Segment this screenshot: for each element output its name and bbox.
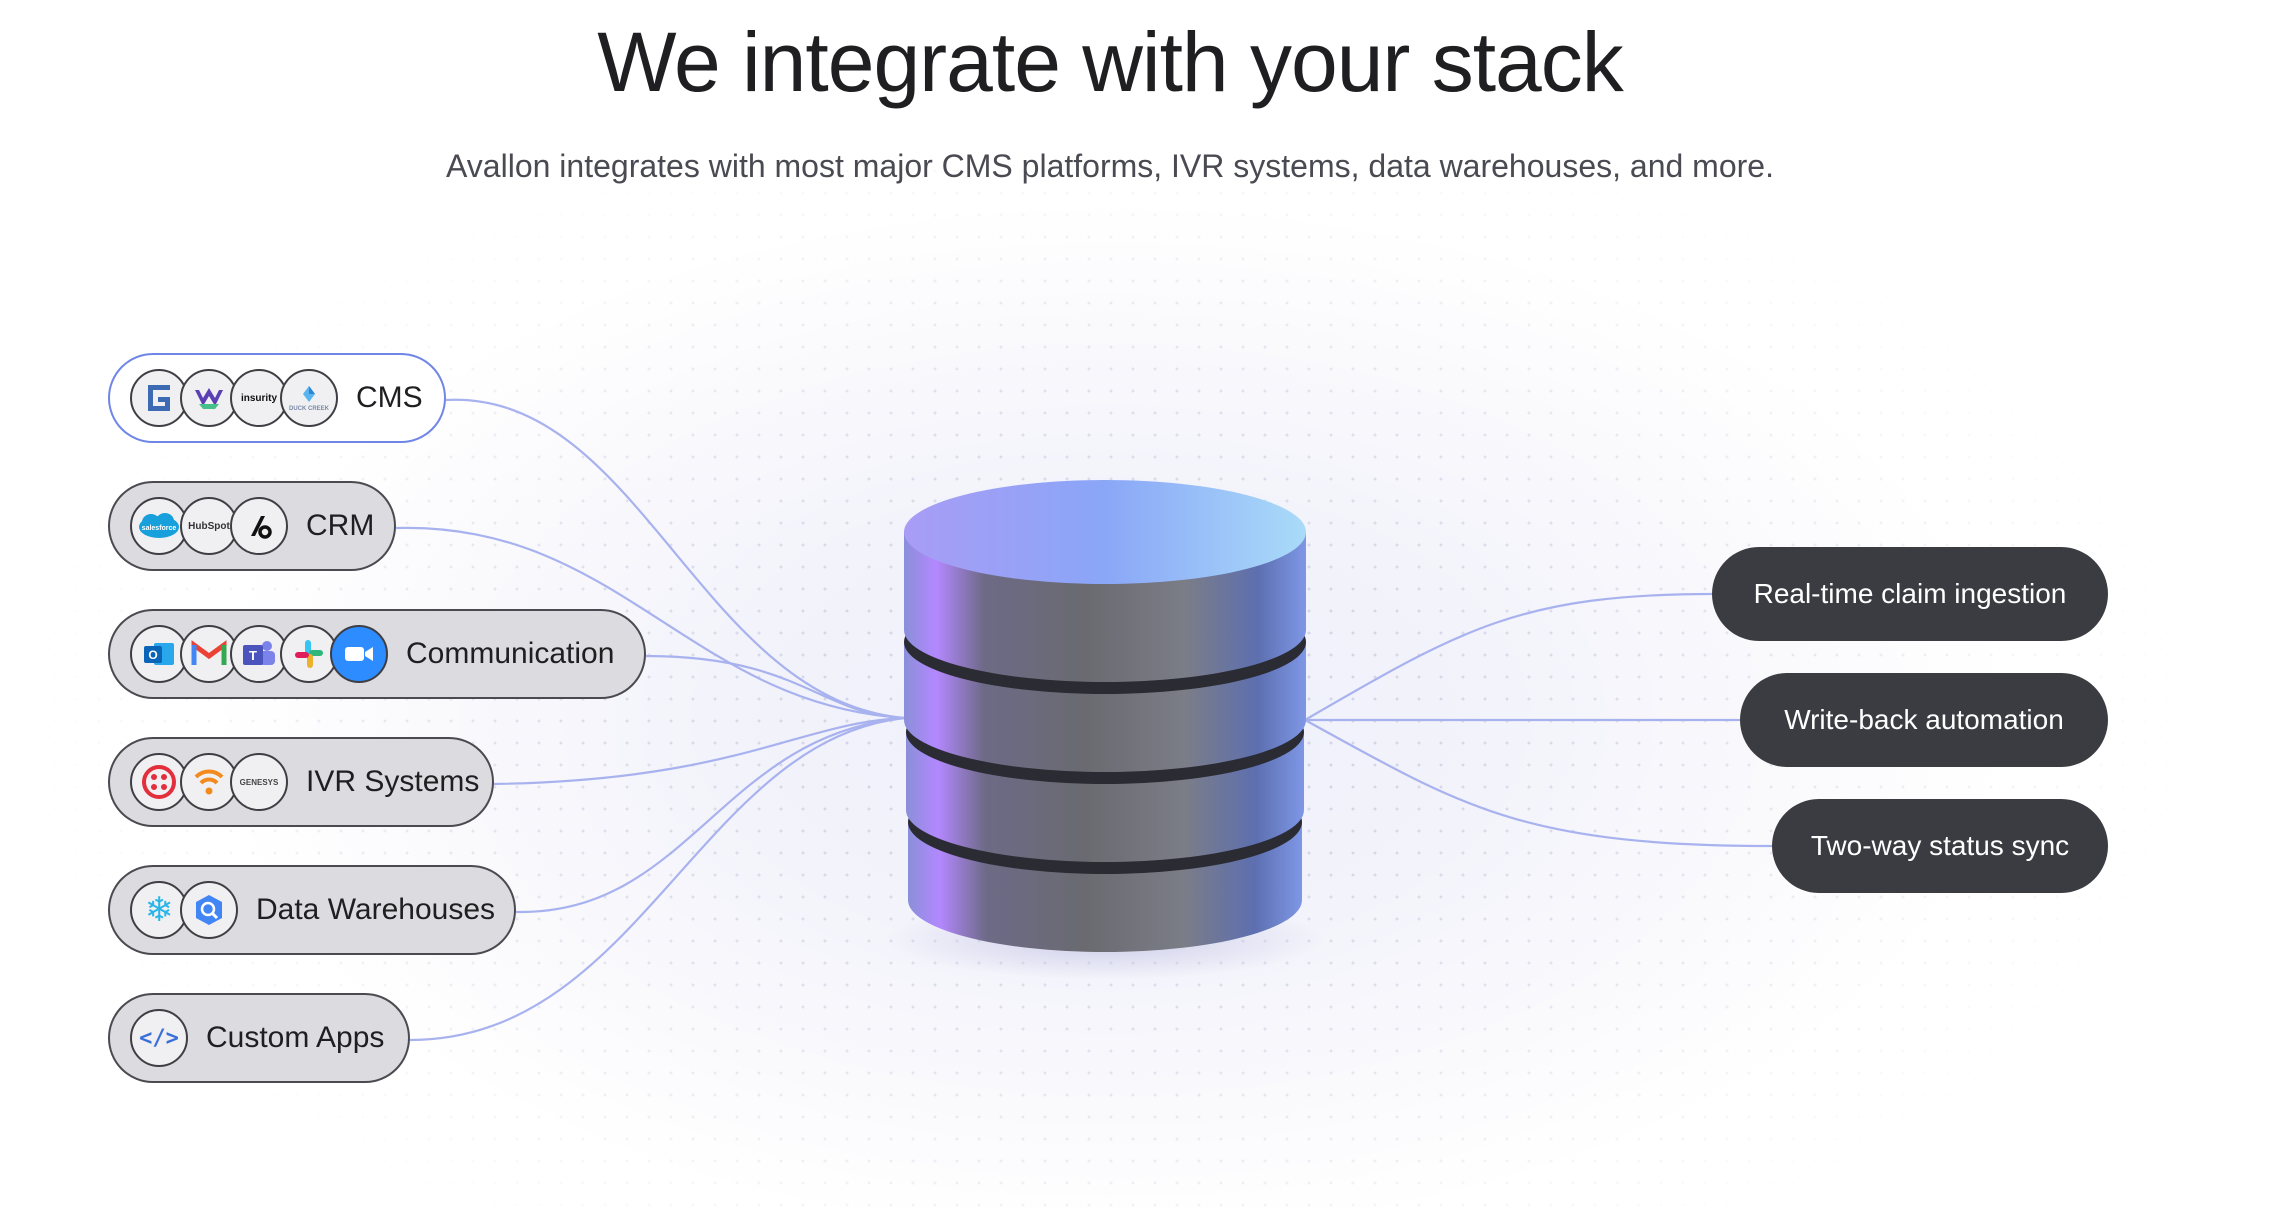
- connector-real-time: [1304, 592, 1713, 721]
- crm-icons: salesforce HubSpot: [130, 497, 288, 555]
- connector-ivr: [493, 716, 906, 786]
- category-pill-ivr-systems[interactable]: GENESYS IVR Systems: [108, 737, 494, 827]
- twilio-icon: [130, 753, 188, 811]
- svg-text:O: O: [148, 648, 157, 662]
- output-label-two-way: Two-way status sync: [1810, 830, 2070, 861]
- category-label-communication: Communication: [406, 637, 615, 670]
- category-pill-crm[interactable]: salesforce HubSpot CRM: [108, 481, 396, 571]
- category-pill-communication[interactable]: O T Communication: [108, 609, 646, 699]
- output-pill-real-time-claim-ingestion[interactable]: Real-time claim ingestion: [1712, 547, 2108, 641]
- custom-apps-icons: </>: [130, 1009, 188, 1067]
- category-label-cms: CMS: [356, 381, 423, 414]
- category-label-crm: CRM: [306, 509, 375, 542]
- connector-two-way: [1304, 719, 1773, 848]
- outlook-icon: O: [130, 625, 188, 683]
- gmail-icon: [180, 625, 238, 683]
- applied-epic-icon: [230, 497, 288, 555]
- category-label-data-warehouses: Data Warehouses: [256, 893, 496, 926]
- code-icon: </>: [130, 1009, 188, 1067]
- output-label-real-time: Real-time claim ingestion: [1753, 578, 2067, 609]
- category-pill-cms[interactable]: insurity DUCK CREEK CMS: [108, 353, 446, 443]
- output-pill-write-back-automation[interactable]: Write-back automation: [1740, 673, 2108, 767]
- page-subtitle: Avallon integrates with most major CMS p…: [446, 148, 1774, 184]
- majesco-icon: [180, 369, 238, 427]
- connector-cms: [445, 398, 906, 720]
- slack-icon: [280, 625, 338, 683]
- snowflake-icon: ❄: [130, 881, 188, 939]
- cms-icons: insurity DUCK CREEK: [130, 369, 338, 427]
- category-pill-custom-apps[interactable]: </> Custom Apps: [108, 993, 410, 1083]
- category-pill-data-warehouses[interactable]: ❄ Data Warehouses: [108, 865, 516, 955]
- bigquery-icon: [180, 881, 238, 939]
- category-label-custom-apps: Custom Apps: [206, 1021, 385, 1054]
- page-title: We integrate with your stack: [597, 15, 1624, 109]
- genesys-icon: GENESYS: [230, 753, 288, 811]
- connector-crm: [395, 526, 906, 720]
- connector-communication: [645, 654, 906, 720]
- insurity-icon: insurity: [230, 369, 288, 427]
- output-label-write-back: Write-back automation: [1784, 704, 2064, 735]
- communication-icons: O T: [130, 625, 388, 683]
- connector-custom-apps: [409, 716, 906, 1042]
- svg-text:T: T: [249, 648, 257, 663]
- output-pill-two-way-status-sync[interactable]: Two-way status sync: [1772, 799, 2108, 893]
- svg-text:salesforce: salesforce: [142, 525, 177, 532]
- data-warehouse-icons: ❄: [130, 881, 238, 939]
- hubspot-icon: HubSpot: [180, 497, 238, 555]
- database-icon: [885, 480, 1325, 980]
- duck-creek-icon: DUCK CREEK: [280, 369, 338, 427]
- connector-data-warehouses: [515, 716, 906, 914]
- category-label-ivr-systems: IVR Systems: [306, 765, 480, 798]
- ivr-icons: GENESYS: [130, 753, 288, 811]
- zoom-icon: [330, 625, 388, 683]
- salesforce-icon: salesforce: [130, 497, 188, 555]
